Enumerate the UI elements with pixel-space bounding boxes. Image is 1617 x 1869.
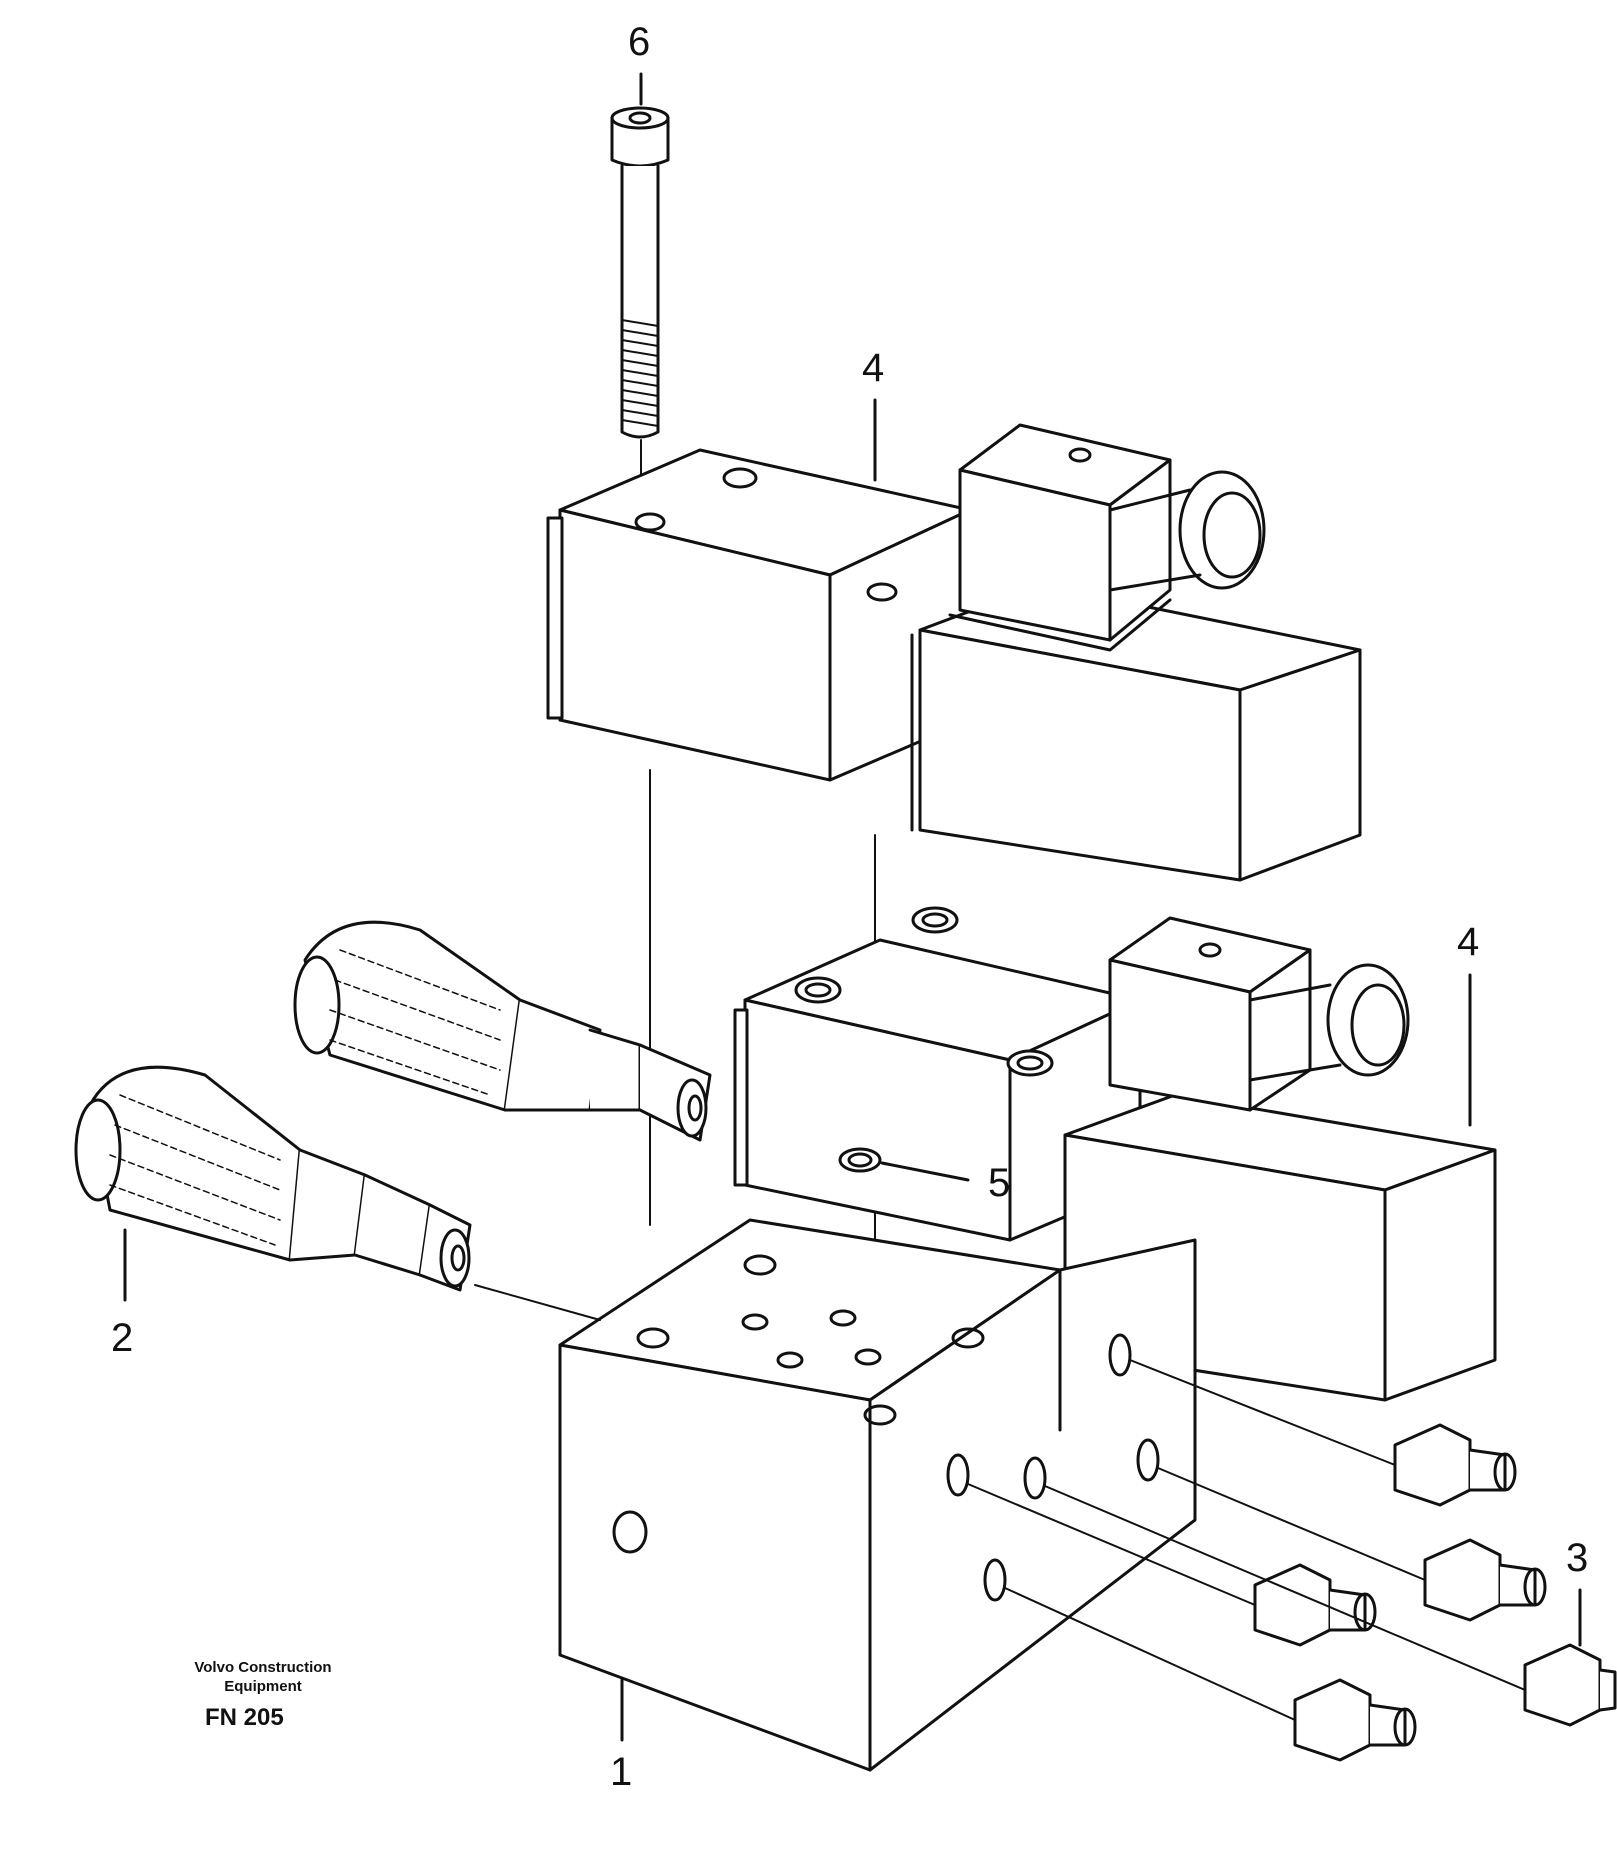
callout-3: 3 <box>1566 1536 1589 1580</box>
fitting-c <box>1253 1563 1377 1647</box>
bolt-part-6 <box>610 106 670 439</box>
figure-code: FN 205 <box>205 1704 284 1731</box>
coupling-lower <box>74 1065 472 1292</box>
lower-valve-part-4 <box>733 906 1497 1402</box>
o-ring-part-5 <box>838 1147 882 1173</box>
callout-4-upper: 4 <box>862 346 885 390</box>
fitting-d <box>1293 1678 1417 1762</box>
upper-valve-part-4 <box>546 423 1362 882</box>
manifold-block-part-1 <box>558 1218 1197 1772</box>
callout-4-lower: 4 <box>1457 920 1480 964</box>
callout-5: 5 <box>988 1161 1011 1205</box>
brand-block: Volvo Construction Equipment <box>178 1658 348 1696</box>
fitting-b <box>1423 1538 1547 1622</box>
brand-line-2: Equipment <box>224 1678 302 1695</box>
fitting-a <box>1393 1423 1517 1507</box>
leader-5 <box>880 1161 970 1182</box>
brand-line-1: Volvo Construction <box>194 1659 332 1676</box>
coupling-upper <box>293 920 712 1142</box>
callout-1: 1 <box>610 1750 633 1794</box>
callout-2: 2 <box>111 1316 134 1360</box>
fitting-e <box>1523 1643 1617 1727</box>
callout-6: 6 <box>628 20 651 64</box>
